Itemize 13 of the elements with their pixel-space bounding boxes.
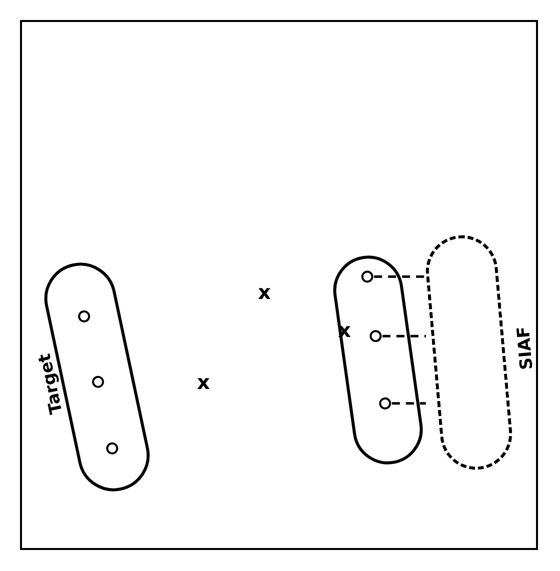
small-circle [77,309,92,324]
group-label: SIAF [514,326,538,371]
dashed-connector [392,402,426,405]
small-circle [368,329,382,343]
dashed-connector [374,275,426,278]
small-circle [378,396,392,410]
group-label: Target [34,352,68,416]
small-circle [105,441,120,456]
dashed-connector [382,334,426,338]
small-circle [90,374,106,389]
small-circle [360,270,374,284]
cross-mark: x [258,280,271,304]
cross-mark: x [197,370,210,394]
